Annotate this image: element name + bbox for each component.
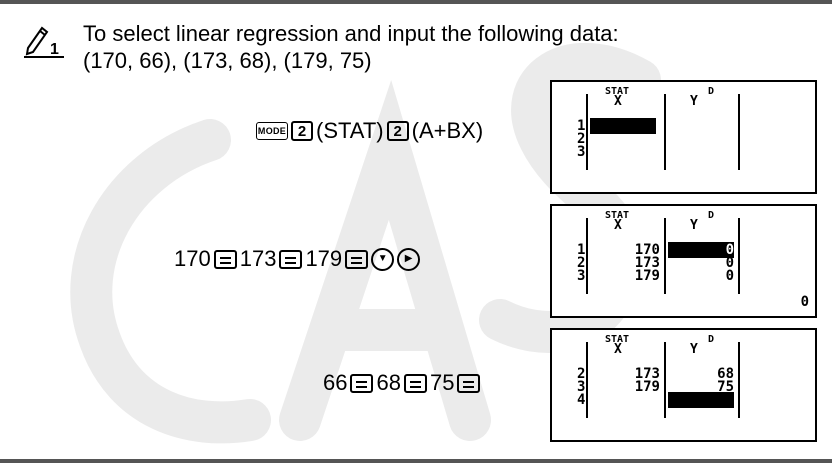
row-number: 2: [577, 255, 586, 271]
column-divider: [664, 218, 666, 294]
mode-key: MODE: [256, 122, 288, 140]
degree-indicator: D: [708, 210, 715, 221]
stat-label: (STAT): [316, 118, 384, 143]
column-y-header: Y: [690, 218, 698, 233]
value-173: 173: [239, 246, 277, 271]
value-66: 66: [323, 370, 348, 395]
y-cell: 0: [725, 242, 734, 258]
y-cell: 75: [717, 379, 734, 395]
value-170: 170: [174, 246, 211, 271]
stat-indicator: STAT: [605, 210, 630, 221]
row-number: 3: [577, 268, 586, 284]
column-divider: [586, 94, 588, 170]
degree-indicator: D: [708, 86, 715, 97]
equals-key: [350, 373, 374, 393]
degree-indicator: D: [708, 334, 715, 345]
calculator-screen-3: STAT D X Y 2 3 4 173 179 68 75: [550, 328, 817, 442]
row-number: 2: [577, 366, 586, 382]
stat-indicator: STAT: [605, 334, 630, 345]
equals-key: [279, 249, 303, 269]
top-rule: [0, 0, 832, 4]
calculator-screen-1: STAT D X Y 1 2 3: [550, 80, 817, 194]
x-values: 170 173 179: [614, 242, 660, 284]
y-cell: 0: [725, 268, 734, 284]
stat-indicator: STAT: [605, 86, 630, 97]
row-numbers: 2 3 4: [577, 366, 586, 408]
key-2: 2: [386, 121, 409, 141]
row-number: 1: [577, 242, 586, 258]
step-number: 1: [50, 41, 59, 58]
intro-line-1: To select linear regression and input th…: [83, 21, 619, 46]
column-divider: [586, 342, 588, 418]
intro-line-2: (170, 66), (173, 68), (179, 75): [83, 48, 372, 73]
equals-key: [403, 373, 427, 393]
column-divider: [586, 218, 588, 294]
value-68: 68: [376, 370, 401, 395]
y-cell: 68: [717, 366, 734, 382]
column-divider: [664, 94, 666, 170]
calculator-screen-2: STAT D X Y 1 2 3 170 173 179 0 0 0 0: [550, 204, 817, 318]
equals-key: [213, 249, 237, 269]
row-numbers: 1 2 3: [577, 118, 586, 160]
cursor-right-icon: ▶: [397, 247, 421, 271]
column-divider: [738, 218, 740, 294]
column-y-header: Y: [690, 342, 698, 357]
cell-value: 0: [800, 294, 809, 310]
x-cell: 179: [634, 379, 660, 395]
row-number: 4: [577, 392, 586, 408]
equals-key: [457, 373, 481, 393]
column-y-header: Y: [690, 94, 698, 109]
cell-cursor: [590, 118, 656, 134]
row-number: 3: [577, 144, 586, 160]
y-values: 0 0 0: [688, 242, 734, 284]
y-cell: 0: [725, 255, 734, 271]
cell-cursor: [668, 242, 734, 258]
column-x-header: X: [614, 342, 622, 357]
value-179: 179: [305, 246, 343, 271]
pencil-icon: 1: [24, 26, 64, 58]
x-cell: 170: [634, 242, 660, 258]
cell-cursor: [668, 392, 734, 408]
cursor-down-icon: ▼: [371, 247, 395, 271]
equals-key: [345, 249, 369, 269]
bottom-rule: [0, 459, 832, 463]
step2-instruction: 170 173 179 ▼ ▶: [174, 246, 421, 272]
step1-instruction: MODE 2 (STAT) 2 (A+BX): [256, 118, 483, 144]
column-divider: [738, 342, 740, 418]
row-number: 1: [577, 118, 586, 134]
value-75: 75: [429, 370, 455, 395]
column-x-header: X: [614, 94, 622, 109]
row-numbers: 1 2 3: [577, 242, 586, 284]
x-values: 173 179: [614, 366, 660, 395]
column-x-header: X: [614, 218, 622, 233]
regression-label: (A+BX): [411, 118, 484, 143]
column-divider: [664, 342, 666, 418]
step3-instruction: 66 68 75: [323, 370, 481, 396]
x-cell: 179: [634, 268, 660, 284]
column-divider: [738, 94, 740, 170]
row-number: 2: [577, 131, 586, 147]
x-cell: 173: [634, 255, 660, 271]
intro-text: To select linear regression and input th…: [83, 20, 619, 74]
x-cell: 173: [634, 366, 660, 382]
y-values: 68 75: [688, 366, 734, 395]
key-2: 2: [291, 121, 313, 141]
row-number: 3: [577, 379, 586, 395]
